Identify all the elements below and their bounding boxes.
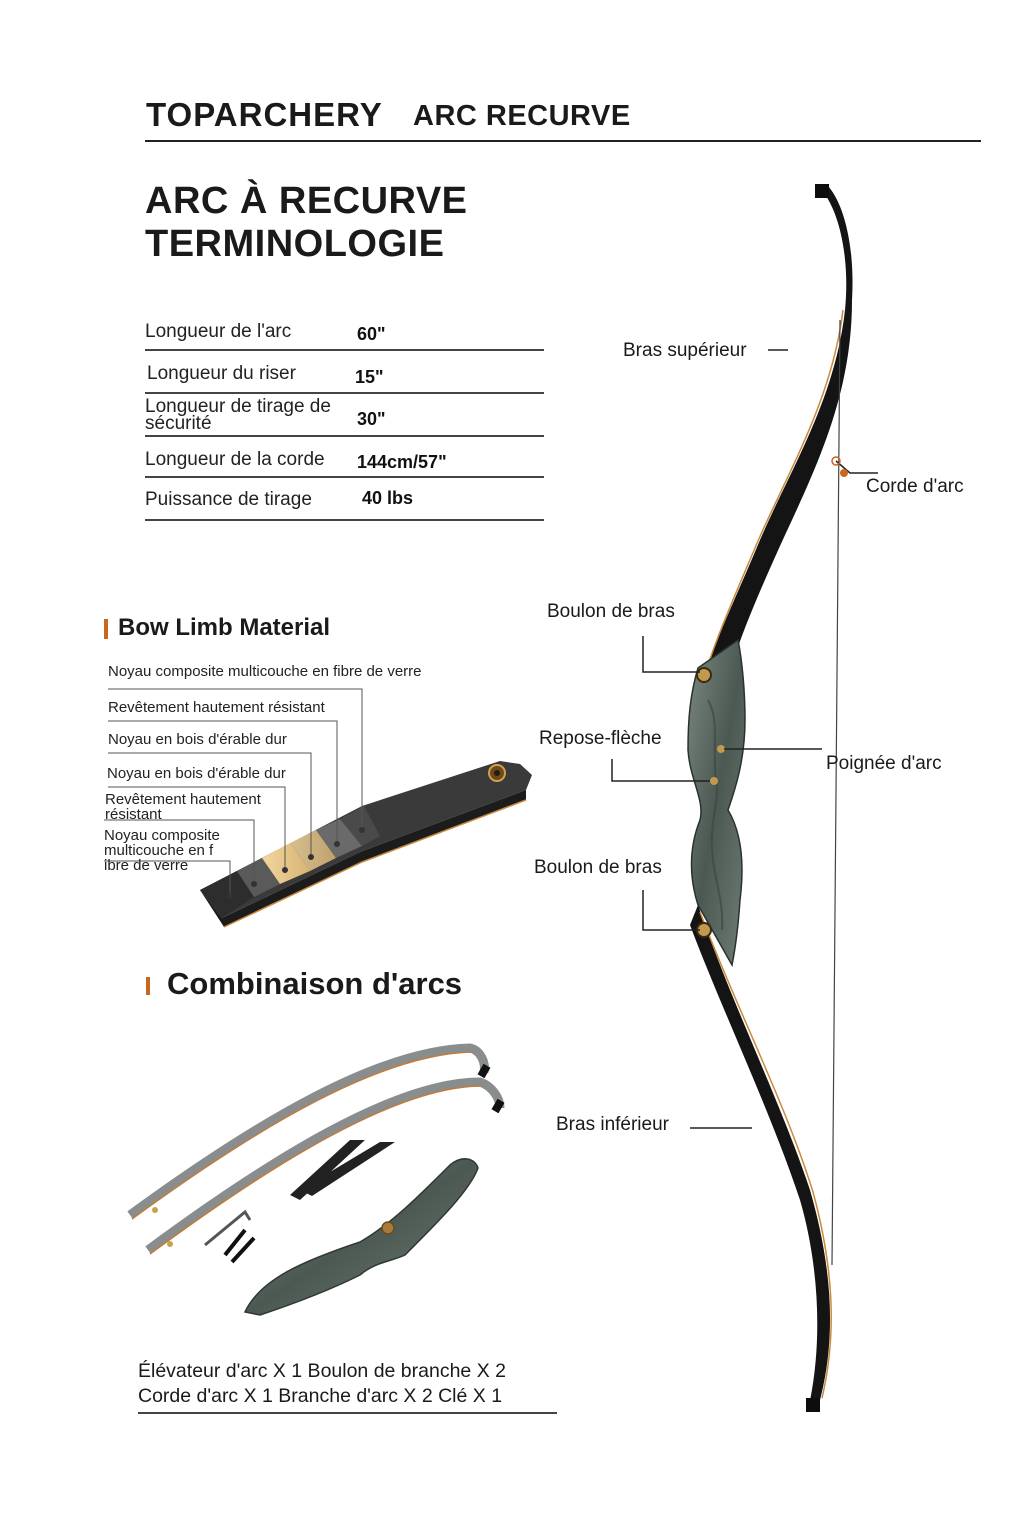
spec-value: 40 lbs [362, 488, 414, 508]
spec-label: Longueur du riser [147, 363, 296, 384]
spec-label: Longueur de la corde [145, 449, 325, 470]
layer-label: Noyau composite multicouche en fibre de … [108, 663, 422, 680]
package-contents-line-1: Élévateur d'arc X 1 Boulon de branche X … [138, 1360, 506, 1382]
spec-row: Longueur du riser 15" [145, 352, 544, 394]
label-arrow-rest: Repose-flèche [539, 728, 662, 749]
contents-divider [138, 1412, 557, 1414]
title-line-2: TERMINOLOGIE [145, 223, 445, 265]
recurve-bow [687, 184, 853, 1412]
spec-row: Longueur de tirage de sécurité 30" [145, 395, 544, 437]
layer-label: Noyau en bois d'érable dur [107, 765, 286, 782]
label-limb-bolt-bottom: Boulon de bras [534, 857, 662, 878]
kit-illustration [127, 1043, 505, 1316]
layer-label: Revêtement hautement résistant [108, 699, 325, 716]
section-accent-bar [146, 977, 150, 995]
spec-label: Longueur de l'arc [145, 321, 292, 342]
title-line-1: ARC À RECURVE [145, 180, 468, 222]
combination-heading: Combinaison d'arcs [167, 966, 463, 1001]
spec-value: 144cm/57" [357, 452, 447, 472]
limb-cross-section [104, 688, 532, 928]
section-accent-bar [104, 619, 108, 639]
brand-name: TOPARCHERY [146, 96, 383, 133]
layer-label: Noyau en bois d'érable dur [108, 731, 287, 748]
page-title: ARC À RECURVE TERMINOLOGIE [145, 180, 468, 266]
spec-value: 30" [357, 409, 386, 429]
product-type: ARC RECURVE [413, 100, 631, 132]
spec-label: Longueur de tirage de sécurité [145, 396, 331, 434]
spec-label: Puissance de tirage [145, 489, 312, 510]
header-divider [145, 140, 981, 142]
limb-material-heading: Bow Limb Material [118, 614, 331, 641]
package-contents-line-2: Corde d'arc X 1 Branche d'arc X 2 Clé X … [138, 1385, 503, 1407]
label-bow-string: Corde d'arc [866, 476, 964, 497]
spec-value: 15" [355, 367, 384, 387]
label-lower-limb: Bras inférieur [556, 1114, 669, 1135]
label-grip: Poignée d'arc [826, 753, 942, 774]
layer-label: Revêtement hautement résistant [105, 791, 261, 823]
spec-row: Puissance de tirage 40 lbs [145, 479, 544, 521]
layer-label: Noyau composite multicouche en f ibre de… [104, 827, 220, 874]
spec-row: Longueur de l'arc 60" [145, 309, 544, 351]
label-limb-bolt-top: Boulon de bras [547, 601, 675, 622]
spec-row: Longueur de la corde 144cm/57" [145, 436, 544, 478]
callout-lines [611, 349, 878, 1129]
spec-value: 60" [357, 324, 386, 344]
label-upper-limb: Bras supérieur [623, 340, 747, 361]
